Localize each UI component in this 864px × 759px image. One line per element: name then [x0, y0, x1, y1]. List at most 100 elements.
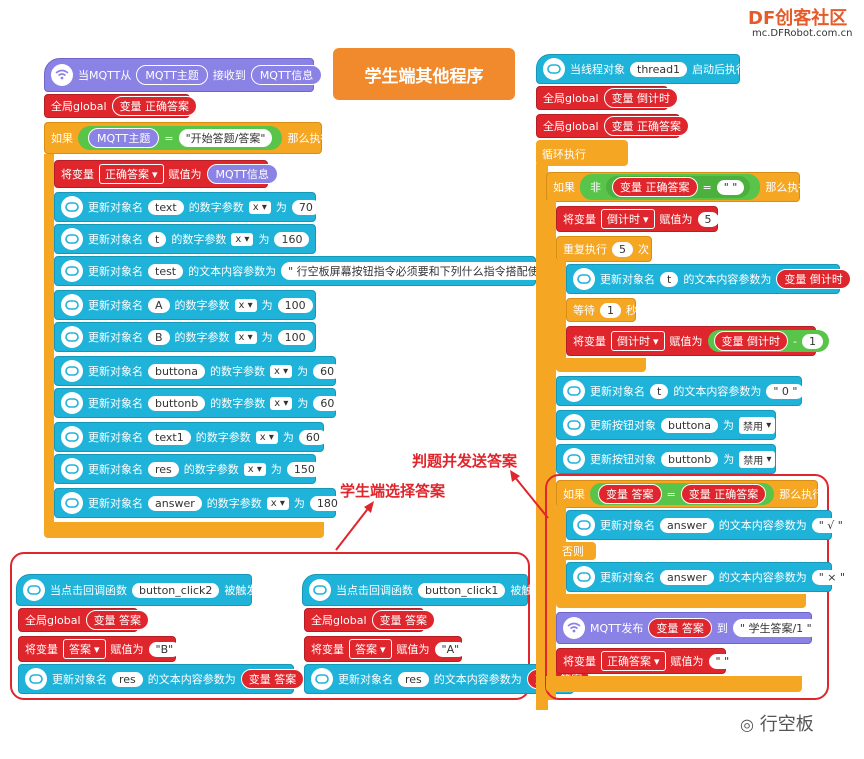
wait-value[interactable]: 1	[600, 302, 621, 318]
compare-block[interactable]: 变量 答案 = 变量 正确答案	[590, 483, 775, 505]
global-countdown-block[interactable]: 全局global 变量 倒计时	[536, 86, 679, 110]
repeat-count[interactable]: 5	[612, 241, 633, 257]
object-name[interactable]: t	[650, 383, 669, 399]
disable-buttonb[interactable]: 更新按钮对象 buttonb 为 禁用 ▾	[556, 444, 776, 474]
compare-rhs[interactable]: 变量 正确答案	[680, 484, 767, 504]
assign-value[interactable]: "A"	[434, 641, 467, 657]
object-name[interactable]: A	[148, 297, 170, 313]
sub-lhs[interactable]: 变量 倒计时	[713, 331, 789, 351]
object-name[interactable]: answer	[660, 517, 714, 533]
state-dropdown[interactable]: 禁用 ▾	[739, 416, 776, 434]
update-value[interactable]: 160	[274, 231, 310, 247]
global-var-pill[interactable]: 变量 正确答案	[111, 96, 198, 116]
thread-hat[interactable]: 当线程对象 thread1 启动后执行	[536, 54, 747, 84]
button-name[interactable]: buttona	[661, 417, 719, 433]
update-value[interactable]: 60	[313, 395, 342, 411]
var-dropdown[interactable]: 答案▾	[349, 639, 392, 659]
compare-lhs[interactable]: MQTT主题	[88, 128, 160, 148]
global-var-pill[interactable]: 变量 答案	[371, 610, 436, 630]
object-name[interactable]: t	[660, 271, 679, 287]
global-var-pill[interactable]: 变量 倒计时	[603, 88, 679, 108]
compare-block[interactable]: 变量 正确答案 = " "	[606, 176, 751, 198]
mqtt-msg-var[interactable]: MQTT信息	[250, 65, 323, 85]
var-dropdown[interactable]: 答案▾	[63, 639, 106, 659]
callback-fn[interactable]: button_click2	[132, 582, 220, 598]
set-answer-block[interactable]: 将变量答案▾赋值为"B"	[18, 636, 181, 662]
compare-rhs[interactable]: "开始答题/答案"	[178, 129, 273, 147]
object-name[interactable]: buttona	[148, 363, 206, 379]
object-name[interactable]: text	[148, 199, 184, 215]
object-name[interactable]: t	[148, 231, 167, 247]
var-dropdown[interactable]: 倒计时▾	[601, 209, 655, 229]
update-value[interactable]: " 0 "	[766, 383, 805, 399]
publish-topic[interactable]: " 学生答案/1 "	[732, 619, 819, 637]
update-t-zero[interactable]: 更新对象名 t 的文本内容参数为 " 0 "	[556, 376, 805, 406]
update-value[interactable]: 150	[286, 461, 322, 477]
param-dropdown[interactable]: x ▾	[255, 430, 278, 444]
set-correct-answer-block[interactable]: 将变量 正确答案▾ 赋值为 MQTT信息	[54, 160, 278, 188]
param-dropdown[interactable]: x ▾	[231, 232, 254, 246]
reset-correct-block[interactable]: 将变量 正确答案▾ 赋值为 " "	[556, 648, 737, 674]
mqtt-topic-var[interactable]: MQTT主题	[136, 65, 208, 85]
compare-lhs[interactable]: 变量 正确答案	[612, 177, 698, 197]
state-dropdown[interactable]: 禁用 ▾	[739, 450, 776, 468]
object-name[interactable]: answer	[148, 495, 202, 511]
update-value[interactable]: " √ "	[811, 517, 850, 533]
if-not-empty-block[interactable]: 如果 非 变量 正确答案 = " " 那么执行	[546, 172, 809, 202]
object-name[interactable]: res	[398, 671, 429, 687]
disable-buttona[interactable]: 更新按钮对象 buttona 为 禁用 ▾	[556, 410, 776, 440]
update-answer-wrong[interactable]: 更新对象名 answer 的文本内容参数为 " × "	[566, 562, 853, 592]
param-dropdown[interactable]: x ▾	[270, 364, 293, 378]
update-value[interactable]: 70	[291, 199, 320, 215]
global-var-pill[interactable]: 变量 答案	[85, 610, 150, 630]
thread-name[interactable]: thread1	[630, 61, 688, 77]
update-value[interactable]: 100	[277, 329, 313, 345]
assign-value[interactable]: 5	[697, 211, 719, 227]
if-answer-correct-block[interactable]: 如果 变量 答案 = 变量 正确答案 那么执行	[556, 480, 823, 508]
repeat-block[interactable]: 重复执行 5 次	[556, 236, 652, 262]
update-value[interactable]: 60	[313, 363, 342, 379]
param-dropdown[interactable]: x ▾	[243, 462, 266, 476]
publish-var[interactable]: 变量 答案	[648, 618, 712, 638]
global-var-pill[interactable]: 变量 正确答案	[603, 116, 690, 136]
global-correct-block[interactable]: 全局global 变量 正确答案	[536, 114, 690, 138]
mqtt-receive-hat[interactable]: 当MQTT从 MQTT主题 接收到 MQTT信息	[44, 58, 323, 92]
object-name[interactable]: res	[148, 461, 179, 477]
set-answer-block[interactable]: 将变量答案▾赋值为"A"	[304, 636, 467, 662]
update-value[interactable]: 100	[277, 297, 313, 313]
compare-lhs[interactable]: 变量 答案	[598, 484, 662, 504]
object-name[interactable]: buttonb	[148, 395, 206, 411]
if-block-topic[interactable]: 如果 MQTT主题 = "开始答题/答案" 那么执行	[44, 122, 331, 154]
compare-rhs[interactable]: " "	[716, 179, 745, 195]
callback-fn[interactable]: button_click1	[418, 582, 506, 598]
param-dropdown[interactable]: x ▾	[234, 298, 257, 312]
update-value[interactable]: 变量 答案	[240, 669, 305, 689]
set-countdown-block[interactable]: 将变量 倒计时▾ 赋值为 5	[556, 206, 719, 232]
param-dropdown[interactable]: x ▾	[266, 496, 289, 510]
object-name[interactable]: res	[112, 671, 143, 687]
update-value[interactable]: 180	[309, 495, 345, 511]
update-value[interactable]: " 行空板屏幕按钮指令必须要和下列什么指令搭配使用? "	[281, 262, 572, 280]
wait-block[interactable]: 等待 1 秒	[566, 298, 637, 322]
object-name[interactable]: B	[148, 329, 170, 345]
object-name[interactable]: answer	[660, 569, 714, 585]
update-value[interactable]: " × "	[811, 569, 853, 585]
compare-block[interactable]: MQTT主题 = "开始答题/答案"	[78, 126, 283, 150]
button-name[interactable]: buttonb	[661, 451, 719, 467]
param-dropdown[interactable]: x ▾	[248, 200, 271, 214]
sub-rhs[interactable]: 1	[802, 333, 824, 349]
